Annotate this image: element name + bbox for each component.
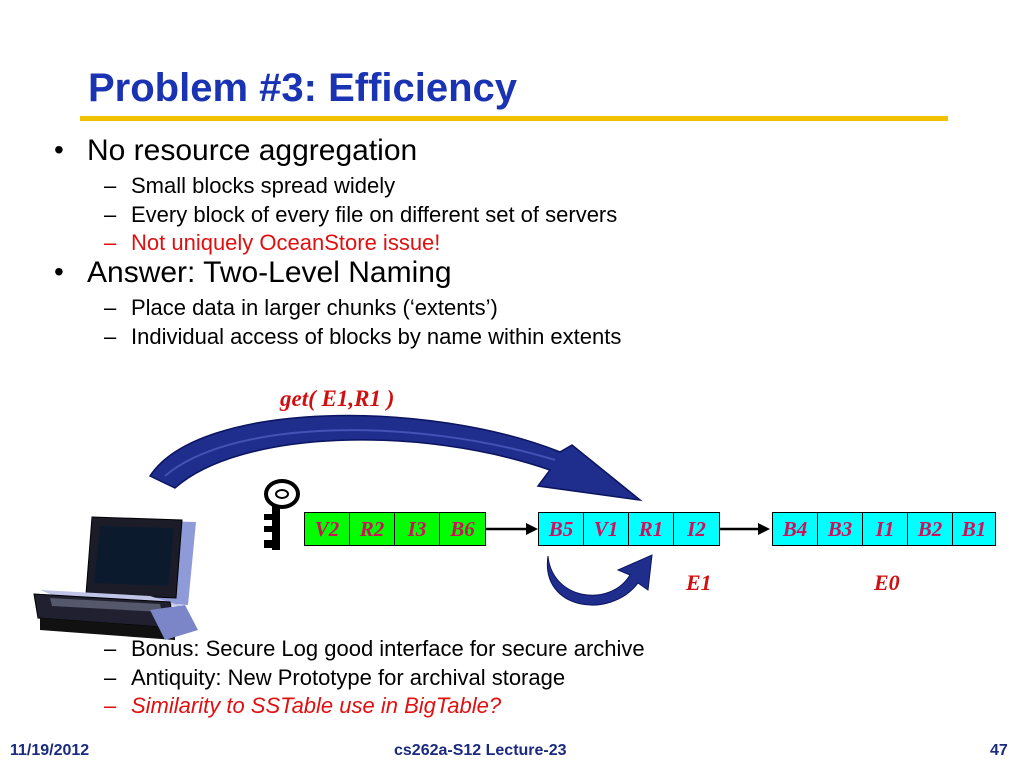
block-cell: R2 <box>349 512 395 546</box>
sub-bullet: Antiquity: New Prototype for archival st… <box>131 665 566 690</box>
sub-bullet: Every block of every file on different s… <box>131 202 618 227</box>
block-cell: V2 <box>304 512 350 546</box>
block-cell: B3 <box>817 512 863 546</box>
bullet-no-resource-aggregation: No resource aggregation <box>87 134 418 167</box>
extent-label-e1: E1 <box>686 570 712 595</box>
dash-marker: – <box>104 173 117 198</box>
arrow-icon <box>720 523 770 535</box>
title-underline <box>80 116 948 121</box>
dash-marker: – <box>104 230 117 255</box>
block-cell: I1 <box>862 512 908 546</box>
sub-bullet: Bonus: Secure Log good interface for sec… <box>131 636 645 661</box>
block-cell: B4 <box>772 512 818 546</box>
dash-marker: – <box>104 202 117 227</box>
footer-page-number: 47 <box>990 742 1008 759</box>
dash-marker: – <box>104 636 117 661</box>
block-cell: I3 <box>394 512 440 546</box>
sub-bullet: Small blocks spread widely <box>131 173 396 198</box>
get-call-label: get( E1,R1 ) <box>280 386 395 411</box>
sub-bullet-red-italic: Similarity to SSTable use in BigTable? <box>131 693 502 718</box>
sub-bullet-red: Not uniquely OceanStore issue! <box>131 230 441 255</box>
footer-date: 11/19/2012 <box>10 742 90 759</box>
block-cell: I2 <box>673 512 720 546</box>
curved-arrow-icon <box>546 554 653 606</box>
dash-marker: – <box>104 665 117 690</box>
block-cell: B1 <box>952 512 996 546</box>
laptop-icon <box>33 516 198 640</box>
key-icon <box>264 479 300 550</box>
sub-bullet: Individual access of blocks by name with… <box>131 324 622 349</box>
bullet-two-level-naming: Answer: Two-Level Naming <box>87 256 452 289</box>
arrow-icon <box>486 523 538 535</box>
extent-label-e0: E0 <box>874 570 900 595</box>
sub-bullet: Place data in larger chunks (‘extents’) <box>131 295 498 320</box>
block-cell: R1 <box>628 512 674 546</box>
bullet-marker: • <box>54 134 64 165</box>
dash-marker: – <box>104 295 117 320</box>
block-cell: V1 <box>583 512 629 546</box>
bullet-marker: • <box>54 256 64 287</box>
big-arrow-icon <box>148 414 643 502</box>
block-cell: B5 <box>538 512 584 546</box>
slide-title: Problem #3: Efficiency <box>88 66 518 110</box>
block-cell: B6 <box>439 512 486 546</box>
block-cell: B2 <box>907 512 953 546</box>
dash-marker: – <box>104 324 117 349</box>
footer-course: cs262a-S12 Lecture-23 <box>394 742 567 759</box>
dash-marker: – <box>104 693 117 718</box>
